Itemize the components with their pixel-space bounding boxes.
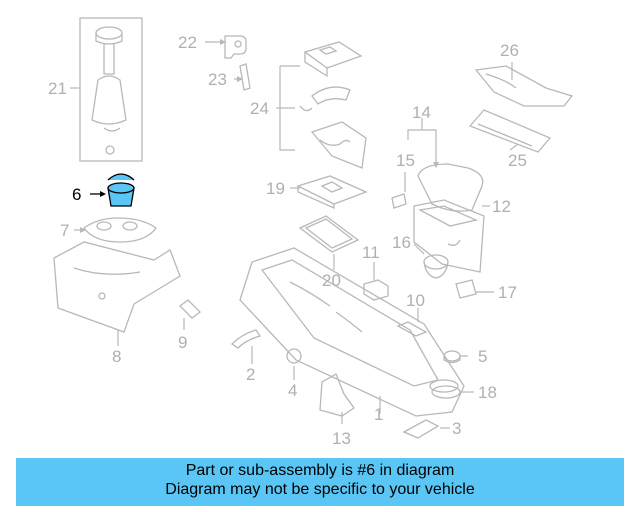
part-14-armrest bbox=[407, 118, 484, 212]
part-18-cup bbox=[431, 385, 474, 399]
part-11-switch bbox=[363, 262, 389, 301]
callout-15: 15 bbox=[396, 151, 415, 170]
callout-24: 24 bbox=[250, 99, 269, 118]
part-23-pin bbox=[234, 63, 251, 91]
part-10-plate bbox=[396, 308, 428, 337]
part-22-clip bbox=[205, 35, 247, 59]
part-7-trim bbox=[74, 217, 157, 243]
part-1-console bbox=[239, 247, 465, 417]
part-3-trim bbox=[402, 419, 450, 439]
callout-2: 2 bbox=[246, 365, 256, 384]
part-13-bracket bbox=[319, 373, 355, 424]
callout-11: 11 bbox=[362, 243, 380, 262]
callout-6: 6 bbox=[72, 185, 82, 204]
callout-17: 17 bbox=[498, 283, 517, 302]
part-8-bracket bbox=[53, 241, 181, 346]
part-15-clip bbox=[391, 172, 407, 209]
callout-12: 12 bbox=[492, 197, 511, 216]
part-24-indicator bbox=[276, 41, 367, 169]
part-5-plug bbox=[443, 350, 468, 364]
part-26-lid bbox=[474, 62, 574, 107]
banner-line-2: Diagram may not be specific to your vehi… bbox=[165, 481, 475, 498]
callout-3: 3 bbox=[452, 419, 462, 438]
part-16-cup-insert bbox=[413, 243, 449, 279]
part-20-tray bbox=[298, 215, 360, 270]
callout-9: 9 bbox=[178, 333, 188, 352]
callout-25: 25 bbox=[508, 151, 527, 170]
callout-19: 19 bbox=[266, 179, 285, 198]
part-6-cup-holder-highlighted bbox=[90, 173, 135, 207]
callout-4: 4 bbox=[288, 381, 298, 400]
callout-7: 7 bbox=[60, 221, 70, 240]
callout-23: 23 bbox=[208, 70, 227, 89]
callout-26: 26 bbox=[500, 41, 519, 60]
callout-21: 21 bbox=[48, 79, 67, 98]
callout-16: 16 bbox=[392, 233, 411, 252]
part-4-knob bbox=[286, 348, 302, 380]
part-12-bin bbox=[413, 199, 490, 273]
callout-13: 13 bbox=[332, 429, 351, 448]
callout-8: 8 bbox=[112, 347, 122, 366]
part-19-bezel bbox=[290, 175, 368, 210]
callout-5: 5 bbox=[478, 347, 488, 366]
part-9-bolt bbox=[179, 299, 201, 330]
callout-18: 18 bbox=[478, 383, 497, 402]
info-banner: Part or sub-assembly is #6 in diagram Di… bbox=[16, 458, 624, 506]
callout-22: 22 bbox=[178, 33, 197, 52]
part-25-hinge bbox=[468, 109, 552, 153]
callout-20: 20 bbox=[322, 271, 341, 290]
banner-line-1: Part or sub-assembly is #6 in diagram bbox=[185, 462, 455, 479]
callout-14: 14 bbox=[412, 103, 431, 122]
part-17-cap bbox=[455, 279, 494, 299]
callout-10: 10 bbox=[406, 291, 425, 310]
part-21-shift-boot bbox=[70, 17, 143, 162]
part-2-bracket bbox=[230, 329, 262, 364]
callout-1: 1 bbox=[374, 405, 384, 424]
